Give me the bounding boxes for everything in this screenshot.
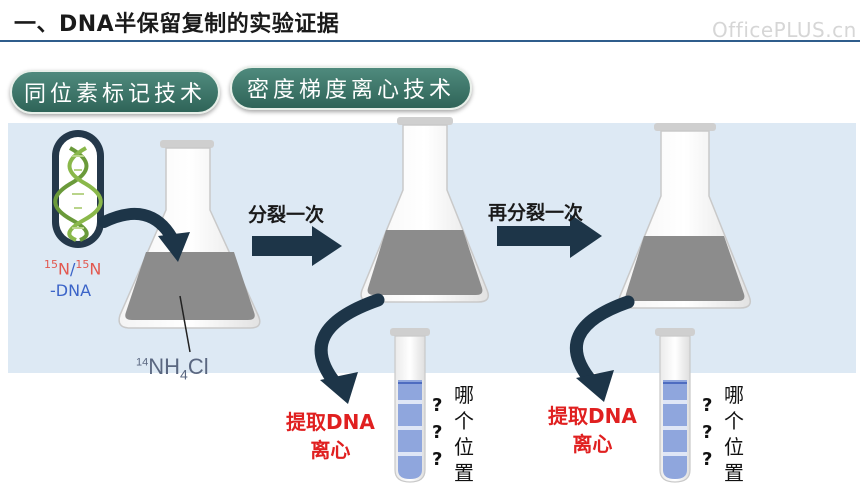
isotope-labeling-pill: 同位素标记技术 [10,70,220,114]
flask-3-rim [654,123,716,131]
flask-2 [360,117,490,303]
dna-label: -DNA [50,281,92,300]
cell-capsule [52,130,104,248]
isotope-label: 15N/15N [44,258,102,279]
step-divide-again: 再分裂一次 [488,202,584,224]
flask-3-liquid [625,236,745,301]
straight-arrow-1 [252,226,342,266]
flask-1-rim [160,140,214,148]
helix-strand-a [53,146,89,242]
step-divide-once: 分裂一次 [248,204,325,226]
title-divider [0,40,860,42]
flask-2-rim [397,117,453,125]
straight-arrow-2 [497,214,602,258]
which-position-text-1: 哪个位置 [454,383,474,485]
curved-arrow-to-tube-1 [314,293,385,404]
density-gradient-pill: 密度梯度离心技术 [230,66,472,110]
helix-strand-b [67,146,103,242]
question-marks-2: ??? [702,395,713,470]
nh4cl-label: 14NH4Cl [136,354,209,383]
page-title: 一、DNA半保留复制的实验证据 [14,12,340,37]
flask-3 [618,123,752,309]
nh4cl-pointer-line [179,295,191,353]
test-tube-2 [655,328,695,483]
flask-1 [118,140,261,329]
test-tube-1 [390,328,430,483]
flask-2-liquid [367,230,483,295]
curved-arrow-into-flask [98,208,190,262]
watermark: OfficePLUS.cn [712,18,857,42]
question-marks-1: ??? [432,395,443,470]
which-position-text-2: 哪个位置 [724,383,744,485]
curved-arrow-to-tube-2 [569,295,635,402]
flask-1-liquid [125,252,255,320]
